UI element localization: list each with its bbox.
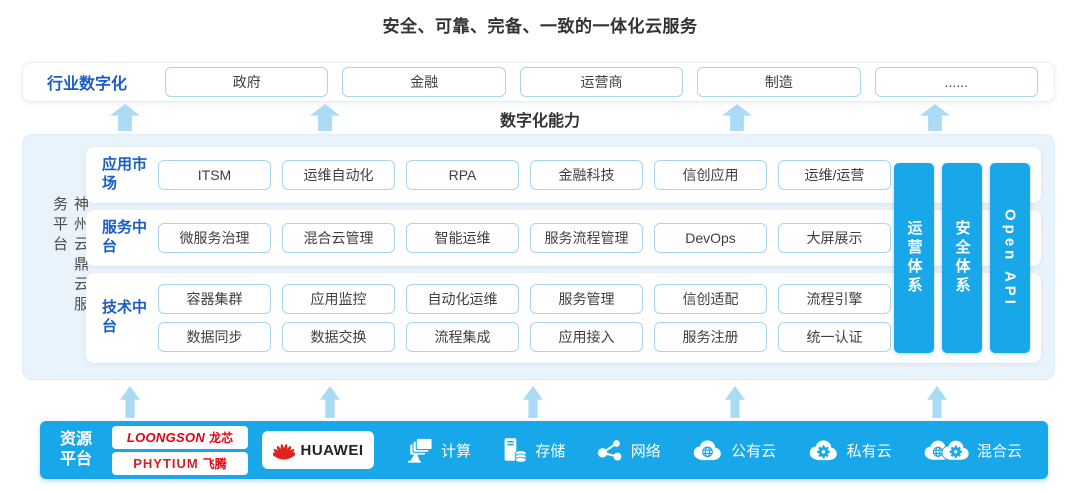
vendor-phytium-name: PHYTIUM (133, 455, 199, 471)
network-icon (596, 438, 624, 463)
platform-vertical-label: 神州云鼎云服务平台 (51, 196, 89, 316)
industry-item: 运营商 (519, 67, 684, 97)
platform-item: 应用接入 (530, 322, 643, 352)
platform-item: 流程引擎 (778, 284, 891, 314)
up-arrow-icon (523, 386, 543, 418)
platform-item: 数据交换 (282, 322, 395, 352)
platform-item: 智能运维 (406, 223, 519, 253)
huawei-flower-icon (272, 441, 295, 460)
resource-platform-bar: 资源平台 LOONGSON 龙芯 PHYTIUM 飞腾 (40, 421, 1048, 479)
vendor-phytium-cn: 飞腾 (202, 456, 227, 471)
resource-label: 私有云 (846, 442, 892, 460)
page-title: 安全、可靠、完备、一致的一体化云服务 (382, 17, 698, 36)
industry-items: 政府金融运营商制造...... (165, 67, 1039, 97)
platform-row-label: 服务中台 (102, 219, 148, 255)
resource-label: 混合云 (976, 442, 1022, 460)
vendor-loongson: LOONGSON 龙芯 (112, 425, 248, 449)
vendor-phytium: PHYTIUM 飞腾 (112, 451, 248, 475)
digital-capability-label: 数字化能力 (499, 113, 580, 130)
up-arrow-icon (725, 386, 745, 418)
platform-item: 容器集群 (158, 284, 271, 314)
vendor-huawei-name: HUAWEI (300, 441, 364, 459)
platform-item: 大屏展示 (778, 223, 891, 253)
vendor-stack: LOONGSON 龙芯 PHYTIUM 飞腾 (112, 425, 248, 475)
platform-item: 自动化运维 (406, 284, 519, 314)
platform-row-label: 技术中台 (102, 299, 148, 335)
resource-item: 计算 (406, 437, 471, 464)
platform-item: 金融科技 (530, 160, 643, 190)
resource-label: 公有云 (731, 442, 777, 460)
platform-item: 统一认证 (778, 322, 891, 352)
resource-platform-label: 资源平台 (60, 431, 93, 468)
platform-item: 流程集成 (406, 322, 519, 352)
resource-label: 网络 (630, 442, 661, 460)
industry-item: 政府 (165, 67, 329, 97)
resource-items: 计算 存储 网络 公有云 私有云 混合云 (388, 437, 1028, 464)
platform-rows: 应用市场 ITSM 运维自动化 RPA 金融科技信创应用运维/运营服务中台微服务治理混合… (86, 147, 1041, 363)
industry-row-label: 行业数字化 (47, 76, 128, 93)
platform-item: 运维/运营 (778, 160, 891, 190)
platform-row: 技术中台容器集群应用监控自动化运维服务管理信创适配流程引擎数据同步数据交换流程集… (86, 273, 1041, 363)
vendor-loongson-name: LOONGSON (126, 429, 206, 445)
platform-item: 数据同步 (158, 322, 271, 352)
platform-item: 服务流程管理 (530, 223, 643, 253)
platform-item: 混合云管理 (282, 223, 395, 253)
industry-item: 金融 (342, 67, 506, 97)
platform-row: 服务中台微服务治理混合云管理智能运维服务流程管理 DevOps 大屏展示 (86, 210, 1041, 266)
side-bar: 安全体系 (942, 163, 982, 353)
platform-item: DevOps (654, 223, 767, 253)
platform-item: 信创适配 (654, 284, 767, 314)
up-arrow-icon (320, 386, 340, 418)
resource-item: 公有云 (691, 438, 776, 462)
public-cloud-icon (691, 438, 724, 462)
up-arrow-icon (120, 386, 140, 418)
storage-icon (501, 437, 528, 463)
resource-item: 私有云 (807, 438, 892, 462)
side-bar: Open API (990, 163, 1030, 353)
platform-item: 应用监控 (282, 284, 395, 314)
platform-item: 信创应用 (654, 160, 767, 190)
resource-label: 计算 (441, 442, 472, 460)
resource-item: 存储 (501, 437, 565, 463)
industry-row: 行业数字化 政府金融运营商制造...... (22, 62, 1055, 102)
resource-item: 网络 (596, 438, 661, 463)
resource-item: 混合云 (922, 438, 1022, 462)
platform-row-label: 应用市场 (102, 156, 148, 192)
hybrid-cloud-icon (922, 438, 970, 462)
platform-row: 应用市场 ITSM 运维自动化 RPA 金融科技信创应用运维/运营 (86, 147, 1041, 203)
compute-icon (406, 437, 434, 464)
up-arrow-icon (927, 386, 947, 418)
platform-item: RPA (406, 160, 519, 190)
platform-item: ITSM (158, 160, 271, 190)
cloud-platform-panel: 神州云鼎云服务平台 应用市场 ITSM 运维自动化 RPA 金融科技信创应用运维/运营服… (22, 134, 1055, 380)
vendor-loongson-cn: 龙芯 (209, 430, 234, 445)
private-cloud-icon (807, 438, 840, 462)
platform-item: 运维自动化 (282, 160, 395, 190)
platform-item: 服务管理 (530, 284, 643, 314)
side-bar: 运营体系 (894, 163, 934, 353)
resource-label: 存储 (535, 442, 566, 460)
industry-item: ...... (874, 67, 1039, 97)
industry-item: 制造 (697, 67, 861, 97)
platform-item: 服务注册 (654, 322, 767, 352)
vendor-huawei: HUAWEI (262, 431, 374, 469)
platform-item: 微服务治理 (158, 223, 271, 253)
